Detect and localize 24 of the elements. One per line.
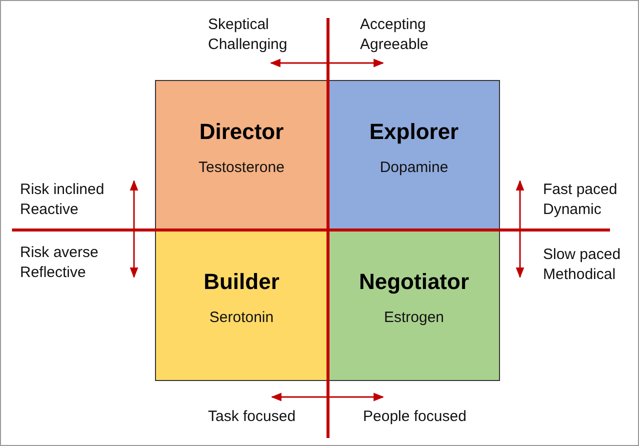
quadrant-box (155, 230, 328, 381)
axis-label: Task focused (208, 407, 318, 427)
axis-label: Slow paced Methodical (543, 245, 638, 285)
double-arrow (270, 392, 384, 402)
double-arrow (516, 180, 524, 278)
quadrant-title: Builder (204, 269, 280, 295)
quadrant-subtitle: Estrogen (384, 309, 444, 326)
quadrant-box (328, 80, 500, 230)
axis-label: Risk averse Reflective (20, 243, 125, 283)
quadrant-box (328, 230, 500, 381)
quadrant-subtitle: Serotonin (209, 309, 274, 326)
quadrant-box (155, 80, 328, 230)
double-arrow (270, 58, 384, 68)
axis-label: Accepting Agreeable (360, 15, 455, 55)
axis-label: Fast paced Dynamic (543, 180, 638, 220)
quadrant-title: Negotiator (359, 269, 469, 295)
axis-label: People focused (363, 407, 483, 427)
axis-label: Risk inclined Reactive (20, 180, 125, 220)
quadrant-title: Director (199, 119, 284, 145)
double-arrow (130, 180, 138, 278)
axis-label: Skeptical Challenging (208, 15, 308, 55)
quadrant-subtitle: Dopamine (380, 159, 448, 176)
quadrant-subtitle: Testosterone (198, 159, 284, 176)
quadrant-title: Explorer (369, 119, 459, 145)
